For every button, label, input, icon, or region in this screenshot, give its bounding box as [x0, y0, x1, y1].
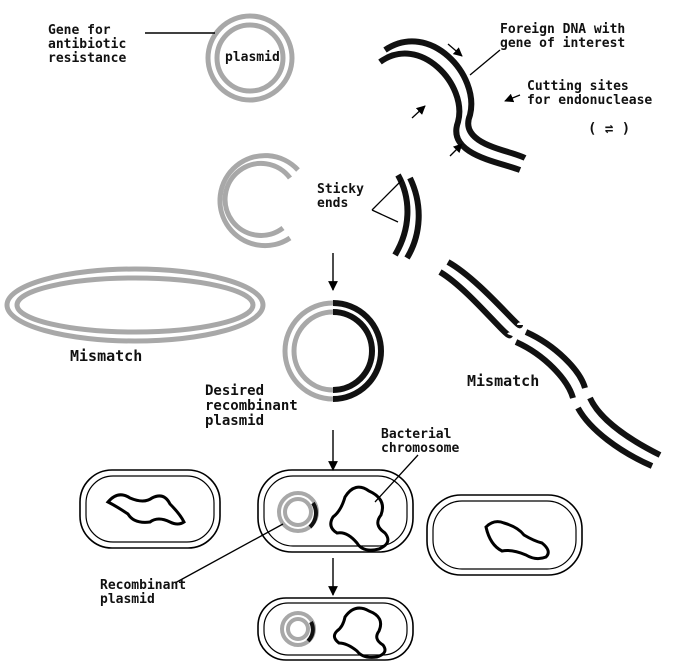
sticky-ends-pointers	[372, 180, 402, 222]
bacterium-middle	[258, 470, 413, 552]
cutting-site-arrow-3	[450, 144, 462, 156]
mismatch-ellipse-plasmid	[7, 269, 263, 341]
label-sticky-ends: Sticky ends	[317, 183, 364, 211]
cutting-site-arrow-4	[505, 95, 520, 101]
foreign-dna-strand	[380, 41, 525, 170]
foreign-dna-pointer	[470, 50, 500, 75]
recombinant-plasmid-pointer	[175, 524, 283, 583]
label-mismatch-left: Mismatch	[70, 348, 142, 364]
label-bacterial-chromosome: Bacterial chromosome	[381, 428, 459, 456]
label-recombinant-plasmid: Recombinant plasmid	[100, 579, 186, 607]
dna-fragment	[395, 175, 419, 258]
bacterium-left	[80, 470, 220, 548]
mismatch-dna-strand	[440, 262, 660, 466]
cut-plasmid	[220, 156, 298, 246]
label-desired-recombinant-plasmid: Desired recombinant plasmid	[205, 384, 298, 429]
bacterium-bottom	[258, 598, 413, 660]
bacterium-right	[427, 495, 582, 575]
cutting-site-arrow-2	[412, 106, 425, 118]
cutting-sites-symbol: ( ⇌ )	[588, 122, 630, 137]
label-cutting-sites: Cutting sites for endonuclease	[527, 80, 652, 108]
label-gene-antibiotic-resistance: Gene for antibiotic resistance	[48, 24, 126, 66]
desired-recombinant-plasmid	[285, 303, 381, 399]
label-mismatch-right: Mismatch	[467, 373, 539, 389]
label-foreign-dna: Foreign DNA with gene of interest	[500, 23, 625, 51]
label-plasmid: plasmid	[225, 51, 280, 65]
